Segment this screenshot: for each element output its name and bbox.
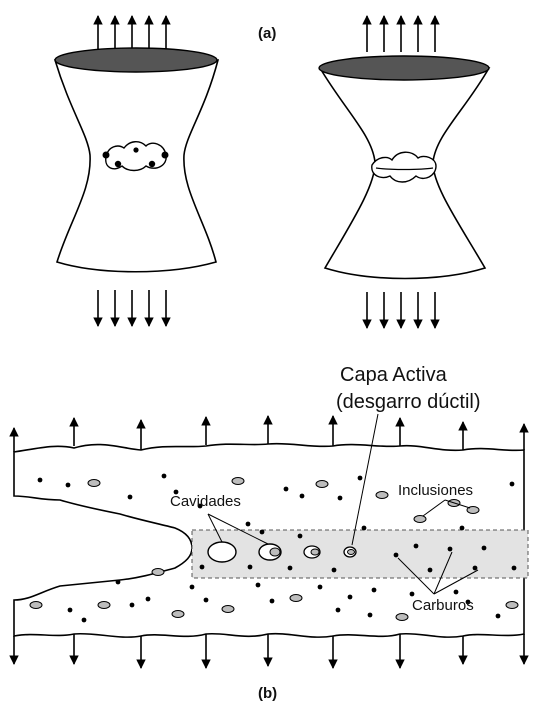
panel-a-label: (a) bbox=[258, 25, 276, 42]
specimen-right bbox=[319, 16, 489, 328]
specimen-top-face bbox=[55, 48, 217, 72]
tension-arrows-top-left bbox=[98, 16, 166, 52]
plate-arrows-bottom bbox=[14, 634, 524, 668]
specimen-left bbox=[55, 16, 218, 326]
specimen-top-face-right bbox=[319, 56, 489, 80]
cavities-label: Cavidades bbox=[170, 493, 241, 510]
tension-arrows-bottom-right bbox=[367, 292, 435, 328]
tension-arrows-top-right bbox=[367, 16, 435, 52]
carbides-label: Carburos bbox=[412, 597, 474, 614]
active-layer-band bbox=[192, 530, 528, 578]
active-layer-label-line1: Capa Activa bbox=[340, 364, 448, 386]
inclusions-label: Inclusiones bbox=[398, 482, 473, 499]
tension-arrows-bottom-left bbox=[98, 290, 166, 326]
panel-b-label: (b) bbox=[258, 685, 277, 702]
active-layer-label-line2: (desgarro dúctil) bbox=[336, 391, 481, 413]
